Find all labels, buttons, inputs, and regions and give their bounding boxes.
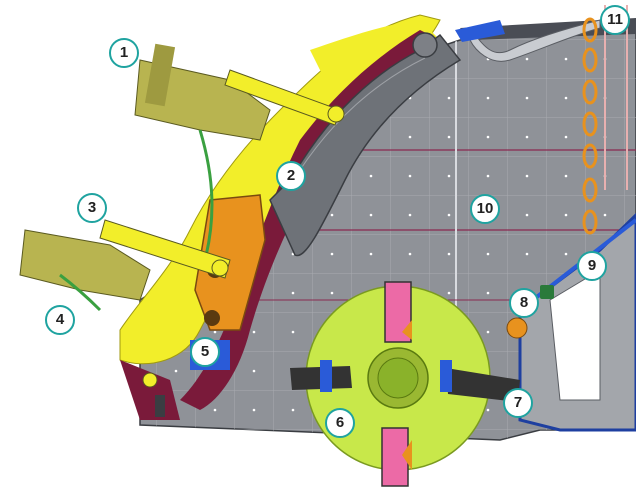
impact-curtain-upper [269,32,462,257]
callout-4: 4 [45,305,75,335]
callout-11: 11 [600,5,630,35]
callout-1: 1 [109,38,139,68]
callout-5: 5 [190,337,220,367]
bottom-hinge [142,372,165,417]
callout-6: 6 [325,408,355,438]
inlet-frame [455,18,636,62]
callout-3: 3 [77,193,107,223]
upper-cylinder [134,43,345,261]
callout-2: 2 [276,161,306,191]
chain-curtain [582,5,628,235]
lower-cylinder [19,219,231,312]
callout-8: 8 [509,288,539,318]
callout-9: 9 [577,251,607,281]
callout-7: 7 [503,388,533,418]
right-frame [506,212,636,432]
callout-10: 10 [470,194,500,224]
